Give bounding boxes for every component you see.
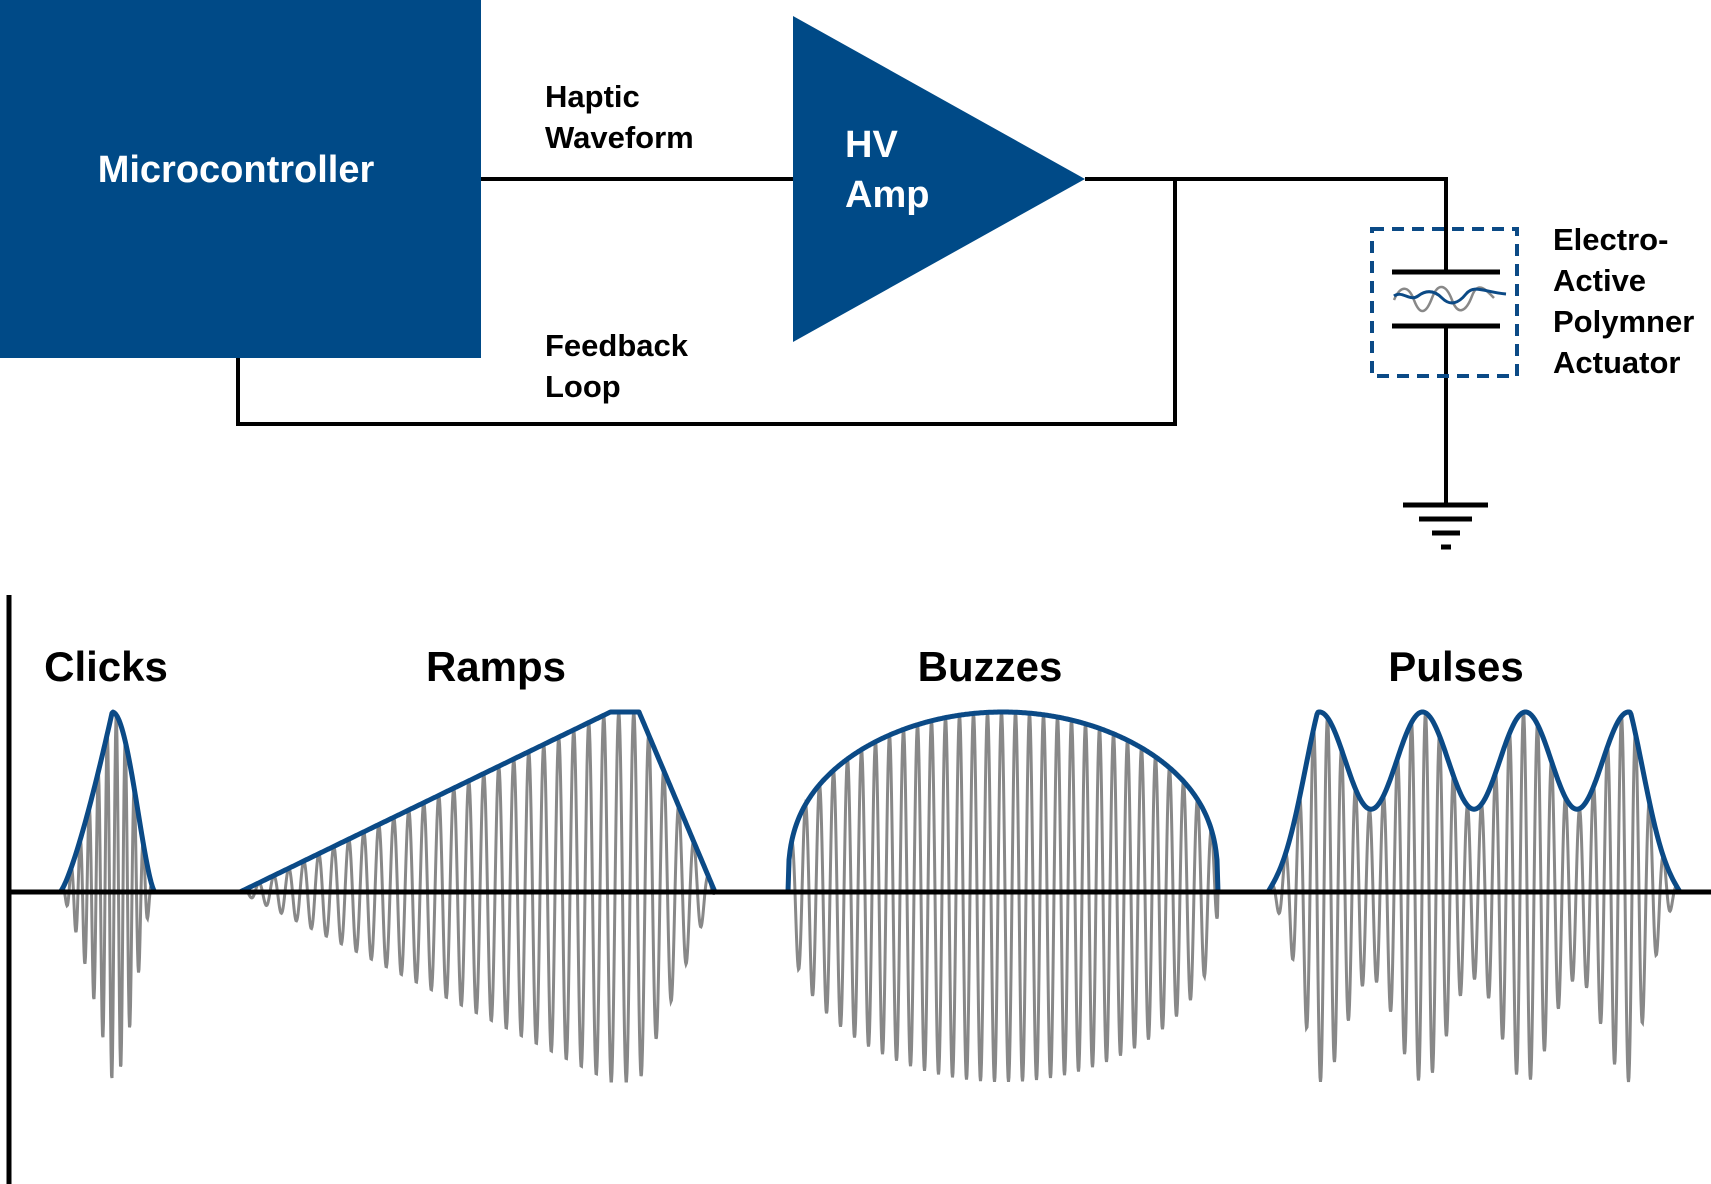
output-wire xyxy=(1085,177,1448,272)
waveform-label-pulses: Pulses xyxy=(1388,643,1523,690)
ramps-envelope xyxy=(238,709,718,895)
buzzes-envelope xyxy=(785,709,1221,893)
clicks-carrier-wave xyxy=(59,712,156,1079)
waveform-layer xyxy=(58,709,1683,1083)
waveform-label-buzzes: Buzzes xyxy=(918,643,1063,690)
actuator-label-line3: Polymner xyxy=(1553,304,1694,339)
waveform-label-clicks: Clicks xyxy=(44,643,168,690)
feedback-loop-label-line2: Loop xyxy=(545,369,621,404)
ground-icon xyxy=(1403,502,1488,550)
hv-amp-triangle xyxy=(793,16,1085,342)
pulses-envelope xyxy=(1265,709,1683,894)
actuator-polymer-blue-wave xyxy=(1393,287,1507,305)
microcontroller-block xyxy=(0,0,481,358)
waveform-label-ramps: Ramps xyxy=(426,643,566,690)
haptic-waveform-label-line1: Haptic xyxy=(545,79,640,114)
buzzes-carrier-wave xyxy=(786,711,1220,1083)
actuator-label-line2: Active xyxy=(1553,263,1646,298)
actuator-label-line4: Actuator xyxy=(1553,345,1680,380)
ramps-carrier-wave xyxy=(239,711,717,1083)
actuator-label-line1: Electro- xyxy=(1553,222,1668,257)
pulses-carrier-wave xyxy=(1267,712,1682,1083)
actuator-dashed-box xyxy=(1370,227,1519,378)
hv-amp-label-line1: HV xyxy=(845,124,898,166)
feedback-loop-label-line1: Feedback xyxy=(545,328,689,363)
hv-amp-label-line2: Amp xyxy=(845,174,929,216)
clicks-envelope xyxy=(58,709,157,894)
haptic-waveform-label-line2: Waveform xyxy=(545,120,694,155)
feedback-loop-wire xyxy=(236,179,1177,426)
microcontroller-label: Microcontroller xyxy=(98,149,375,191)
